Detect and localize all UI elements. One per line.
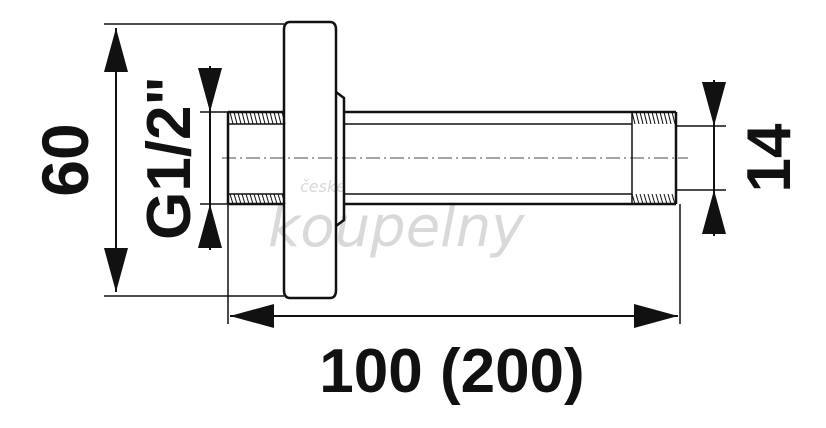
thread-hatch-right-bottom — [631, 193, 636, 205]
height-label: 60 — [28, 123, 102, 196]
thread-hatch-left-bottom — [229, 193, 234, 205]
flange — [282, 20, 346, 300]
thread-hatch-left-top — [237, 111, 242, 125]
thread-hatch-right-top — [643, 111, 648, 125]
thread-hatch-left-top — [257, 111, 262, 125]
thread-hatch-right-bottom — [663, 193, 668, 205]
thread-hatch-right-top — [671, 111, 676, 125]
thread-hatch-left-bottom — [273, 193, 278, 205]
length-arrow-right — [634, 304, 678, 328]
flange-outline — [282, 20, 338, 300]
thread-hatch-left-bottom — [249, 193, 254, 205]
thread-hatch-left-top — [229, 111, 234, 125]
diameter-label: 14 — [735, 123, 804, 192]
thread-hatch-right-top — [635, 111, 640, 125]
thread-hatch-left-top — [281, 111, 286, 125]
thread-hatch-right-top — [639, 111, 644, 125]
thread-hatch-left-bottom — [245, 193, 250, 205]
watermark-line2: koupelny — [268, 195, 525, 260]
thread-hatch-left-top — [265, 111, 270, 125]
dimension-length — [227, 204, 681, 328]
thread-hatch-left-bottom — [237, 193, 242, 205]
length-label: 100 (200) — [319, 337, 584, 406]
thread-label: G1/2" — [135, 76, 204, 240]
thread-hatch-left-bottom — [277, 193, 282, 205]
thread-hatch-left-bottom — [269, 193, 274, 205]
height-arrow-bottom — [104, 248, 128, 292]
thread-hatch-right-bottom — [659, 193, 664, 205]
thread-hatch-right-bottom — [639, 193, 644, 205]
dimension-thread — [198, 66, 228, 250]
thread-hatch-right-top — [667, 111, 672, 125]
thread-hatch-left-bottom — [257, 193, 262, 205]
diameter-arrow-top — [702, 82, 726, 126]
thread-hatch-right-top — [631, 111, 636, 125]
dimension-diameter — [676, 80, 726, 236]
thread-hatch-left-bottom — [281, 193, 286, 205]
thread-hatch-right-top — [659, 111, 664, 125]
thread-hatch-right-top — [647, 111, 652, 125]
thread-hatch-left-top — [261, 111, 266, 125]
thread-hatch-left-top — [233, 111, 238, 125]
thread-hatch-right-bottom — [655, 193, 660, 205]
length-arrow-left — [230, 304, 274, 328]
thread-hatch-left-bottom — [261, 193, 266, 205]
thread-hatch-left-bottom — [253, 193, 258, 205]
watermark-line1: české — [300, 177, 346, 196]
thread-hatch-left-top — [249, 111, 254, 125]
thread-hatch-left-top — [277, 111, 282, 125]
watermark: české koupelny — [268, 177, 525, 260]
thread-hatch-right-top — [655, 111, 660, 125]
height-arrow-top — [104, 28, 128, 72]
thread-hatch-left-top — [241, 111, 246, 125]
thread-hatch-left-bottom — [241, 193, 246, 205]
thread-arrow-top — [198, 68, 222, 112]
thread-hatch-left-top — [273, 111, 278, 125]
thread-hatch-left-top — [269, 111, 274, 125]
thread-hatch-left-top — [245, 111, 250, 125]
thread-hatch-left-bottom — [233, 193, 238, 205]
thread-hatching — [229, 111, 676, 205]
thread-hatch-right-bottom — [635, 193, 640, 205]
thread-hatch-right-top — [651, 111, 656, 125]
diameter-arrow-bottom — [702, 190, 726, 234]
thread-arrow-bottom — [198, 204, 222, 248]
thread-hatch-left-bottom — [265, 193, 270, 205]
flange-collar — [335, 91, 346, 227]
thread-hatch-right-bottom — [671, 193, 676, 205]
thread-hatch-right-bottom — [651, 193, 656, 205]
thread-hatch-right-bottom — [647, 193, 652, 205]
dimension-height — [104, 23, 284, 297]
thread-hatch-left-top — [253, 111, 258, 125]
thread-hatch-right-top — [663, 111, 668, 125]
thread-hatch-right-bottom — [643, 193, 648, 205]
thread-hatch-right-bottom — [667, 193, 672, 205]
